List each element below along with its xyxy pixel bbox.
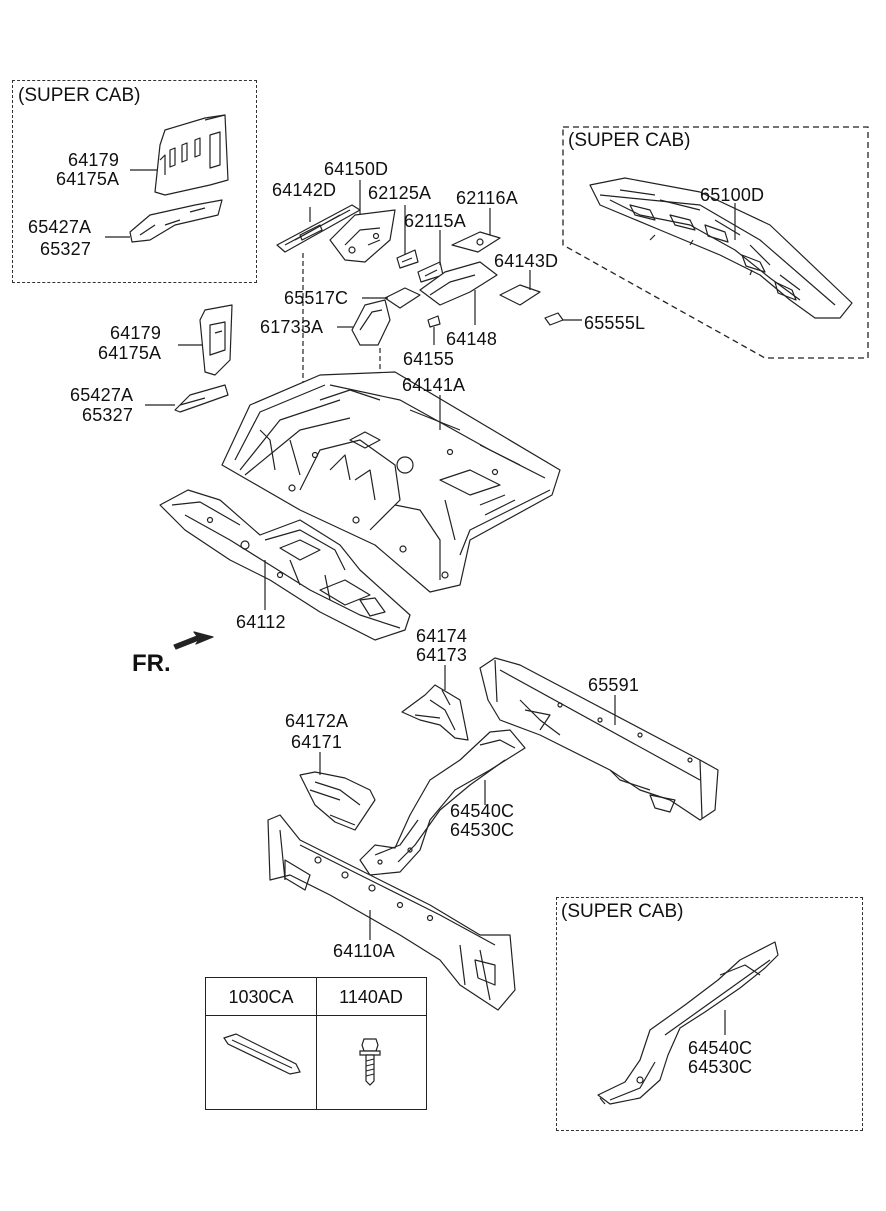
legend-header-1030ca: 1030CA (206, 978, 316, 1016)
plate-65555l (544, 312, 564, 326)
bracket-65517c (384, 287, 421, 309)
legend-header-1140ad: 1140AD (316, 978, 426, 1016)
label-65427a: 65427A (70, 385, 134, 405)
label-64540c-super-cab: 64540C (688, 1038, 753, 1058)
bracket-64143d (499, 284, 541, 306)
label-64179: 64179 (110, 323, 162, 343)
label-62115a: 62115A (404, 211, 466, 231)
label-64171: 64171 (291, 732, 343, 752)
super-cab-box-bottom-right (556, 897, 863, 1131)
label-64141a: 64141A (402, 375, 466, 395)
crossmember-65591 (479, 657, 719, 821)
label-64540c: 64540C (450, 801, 515, 821)
label-64175a: 64175A (98, 343, 162, 363)
plate-65427a (174, 384, 229, 413)
rear-floor-panel-65100d (589, 177, 853, 319)
label-64172a: 64172A (285, 711, 349, 731)
label-64173: 64173 (416, 645, 468, 665)
front-floor-panel-64112 (159, 489, 411, 641)
bracket-62125a (396, 249, 419, 269)
label-65591: 65591 (588, 675, 640, 695)
label-65100d: 65100D (700, 185, 765, 205)
label-64174: 64174 (416, 626, 468, 646)
label-65517c: 65517C (284, 288, 349, 308)
bracket-61733a (351, 299, 391, 346)
front-crossmember-64110a (267, 814, 516, 1011)
plate-64155 (427, 315, 441, 328)
label-65327: 65327 (82, 405, 134, 425)
plate-65427a-super-cab (129, 199, 223, 243)
label-62125a: 62125A (368, 183, 432, 203)
label-62116a: 62116A (456, 188, 518, 208)
bracket-64150d (329, 209, 396, 263)
front-direction-label: FR. (132, 650, 171, 677)
label-64530c-super-cab: 64530C (688, 1057, 753, 1077)
label-64179-super-cab: 64179 (68, 150, 120, 170)
label-64112: 64112 (236, 612, 286, 632)
label-64155: 64155 (403, 349, 455, 369)
clip-icon (223, 1033, 301, 1075)
label-64530c: 64530C (450, 820, 515, 840)
bolt-icon (359, 1038, 381, 1086)
floor-panel-64141a (221, 371, 561, 593)
super-cab-title-top-left: (SUPER CAB) (18, 85, 141, 106)
panel-64148 (419, 261, 498, 306)
side-member-64540c-super-cab (597, 941, 779, 1105)
legend-divider (316, 978, 317, 1109)
label-64143d: 64143D (494, 251, 559, 271)
super-cab-title-top-right: (SUPER CAB) (568, 130, 691, 151)
label-64150d: 64150D (324, 159, 389, 179)
front-arrow-icon (173, 631, 214, 650)
label-64148: 64148 (446, 329, 498, 349)
bracket-62116a (451, 231, 501, 253)
label-61733a: 61733A (260, 317, 324, 337)
label-65555l: 65555L (584, 313, 646, 333)
label-64142d: 64142D (272, 180, 337, 200)
bracket-64172a (299, 771, 376, 831)
bracket-64174 (401, 684, 469, 741)
super-cab-box-top-right (562, 126, 869, 359)
super-cab-title-bottom-right: (SUPER CAB) (561, 901, 684, 922)
label-65427a-super-cab: 65427A (28, 217, 92, 237)
label-64110a: 64110A (333, 941, 395, 961)
side-member-64540c (359, 729, 526, 876)
super-cab-box-top-left (12, 80, 257, 283)
bracket-64179-super-cab (154, 114, 229, 196)
bracket-64179 (199, 304, 233, 376)
label-65327-super-cab: 65327 (40, 239, 92, 259)
label-64175a-super-cab: 64175A (56, 169, 120, 189)
fastener-legend-table: 1030CA 1140AD (205, 977, 427, 1110)
